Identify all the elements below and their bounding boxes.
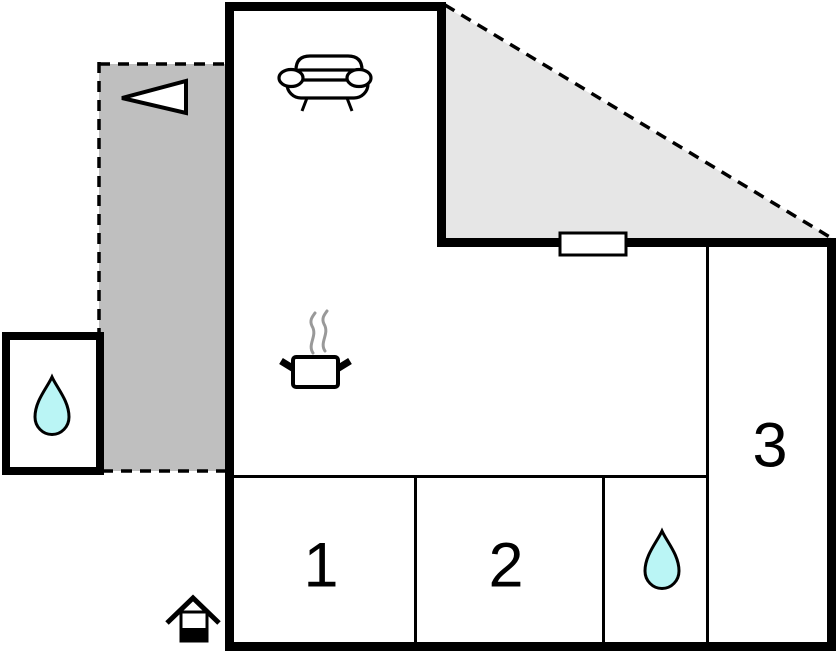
sofa-leg-right bbox=[345, 97, 354, 112]
steam-icon bbox=[321, 309, 329, 353]
sofa-leg-left bbox=[300, 97, 309, 112]
window-marker bbox=[558, 231, 628, 257]
top-wall bbox=[225, 2, 446, 11]
middle-horizontal-wall bbox=[437, 238, 836, 247]
right-wall bbox=[827, 238, 836, 651]
room-3-label: 3 bbox=[752, 410, 788, 481]
interior-walls bbox=[231, 247, 709, 644]
sofa-icon bbox=[277, 54, 373, 112]
sofa-armrest-left bbox=[277, 67, 305, 89]
room-1-label: 1 bbox=[303, 530, 339, 601]
house-entrance-icon bbox=[165, 594, 221, 643]
room-2-label: 2 bbox=[488, 530, 524, 601]
arrow-left-icon bbox=[121, 78, 188, 116]
bottom-wall bbox=[225, 642, 836, 651]
terrace-area bbox=[99, 64, 229, 471]
house-roof bbox=[165, 594, 221, 625]
house-door bbox=[181, 628, 207, 641]
water-drop-icon bbox=[643, 527, 681, 590]
sofa-armrest-right bbox=[345, 67, 373, 89]
pot-body bbox=[291, 355, 340, 389]
upper-right-wall bbox=[437, 2, 446, 247]
water-drop-icon bbox=[33, 373, 71, 436]
bathroom-box bbox=[2, 332, 104, 475]
left-wall bbox=[225, 2, 234, 651]
exterior-walls bbox=[225, 2, 836, 651]
cooking-pot-icon bbox=[279, 309, 352, 389]
steam-icon bbox=[309, 311, 317, 355]
covered-area-triangle bbox=[441, 4, 833, 239]
